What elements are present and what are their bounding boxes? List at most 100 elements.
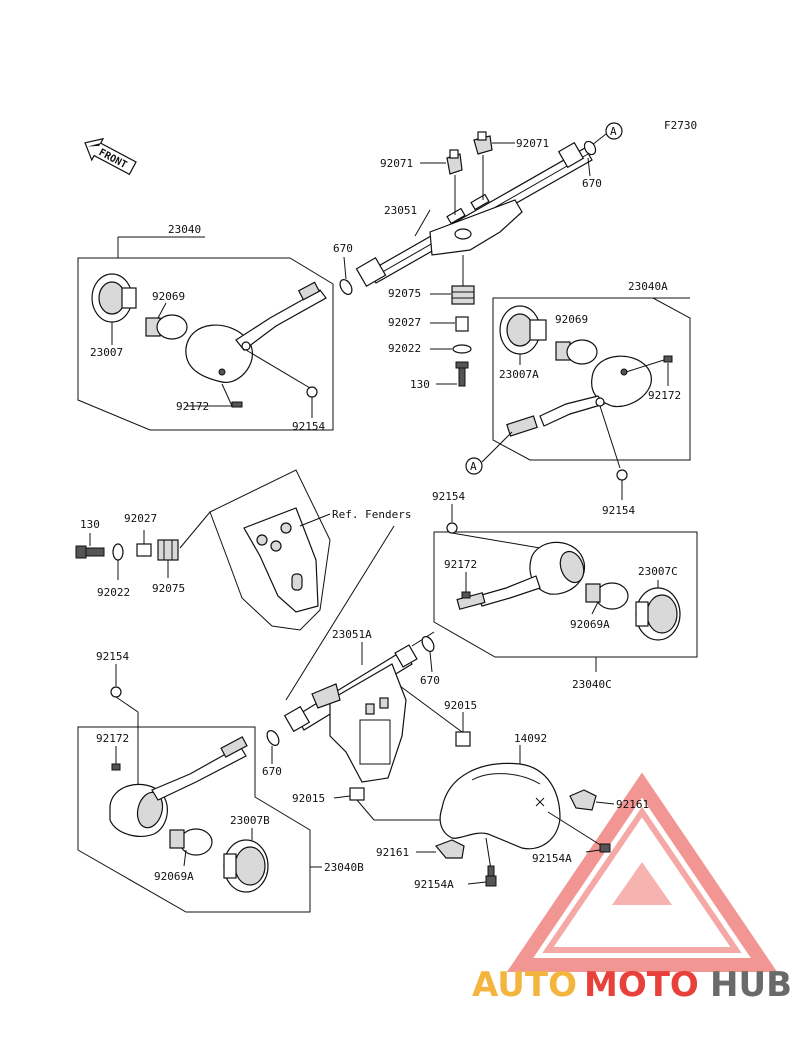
label-92015-lower: 92015: [292, 792, 325, 805]
housing-23040C: [456, 541, 586, 610]
o-ring-670-lower: [266, 730, 280, 746]
grommet-92015-upper: [455, 731, 471, 747]
bolt-92154A-right: [599, 843, 611, 853]
label-23051A: 23051A: [332, 628, 372, 641]
label-92022-side: 92022: [97, 586, 130, 599]
washer-92154-mid: [446, 522, 458, 534]
label-23007B: 23007B: [230, 814, 270, 827]
bolt-130-top: [455, 361, 469, 387]
lens-23007C: [635, 587, 681, 641]
grommet-92075-side: [157, 539, 179, 561]
label-670-mid: 670: [420, 674, 440, 687]
label-92069A-right: 92069A: [570, 618, 610, 631]
connector-marker-a-bottom: [465, 457, 483, 475]
label-23007A: 23007A: [499, 368, 539, 381]
group-23040-frame: [77, 257, 334, 431]
front-arrow-icon: FRONT: [84, 137, 137, 176]
label-92071-b: 92071: [516, 137, 549, 150]
group-23040B-frame: [77, 726, 311, 913]
label-23040A: 23040A: [628, 280, 668, 293]
label-23007C: 23007C: [638, 565, 678, 578]
label-92154-lower-left: 92154: [96, 650, 129, 663]
watermark-auto: AUTO: [472, 965, 577, 1005]
washer-92154-upper-right: [616, 469, 628, 481]
label-92075-side: 92075: [152, 582, 185, 595]
o-ring-670-mid: [421, 636, 435, 652]
collar-92027-top: [455, 316, 469, 332]
housing-23040: [185, 281, 327, 383]
cover-14092: [439, 762, 561, 850]
label-92161-left: 92161: [376, 846, 409, 859]
label-23040: 23040: [168, 223, 201, 236]
bolt-130-side: [75, 545, 105, 559]
label-92154A-left: 92154A: [414, 878, 454, 891]
screw-92172-lower-left: [111, 763, 121, 771]
rear-stay-23051A: [283, 644, 418, 783]
label-92154-upper-right: 92154: [602, 504, 635, 517]
label-92172-mid: 92172: [444, 558, 477, 571]
bulb-92069A-right: [585, 582, 629, 610]
housing-23040B: [109, 736, 248, 837]
label-670-top: 670: [582, 177, 602, 190]
watermark-moto: MOTO: [584, 965, 699, 1005]
lens-23007: [91, 273, 137, 323]
marker-a-bottom-label: A: [470, 460, 477, 473]
label-92154A-right: 92154A: [532, 852, 572, 865]
label-92069-upper: 92069: [152, 290, 185, 303]
connector-marker-a-top: [605, 122, 623, 140]
label-23007: 23007: [90, 346, 123, 359]
grommet-92075-top: [451, 285, 475, 305]
figure-code: F2730: [664, 119, 697, 132]
watermark-logo: AUTO MOTO HUB: [472, 772, 792, 1005]
washer-92154-lower-left: [110, 686, 122, 698]
washer-92154-upper-left: [306, 386, 318, 398]
label-670-lower: 670: [262, 765, 282, 778]
label-92022-top: 92022: [388, 342, 421, 355]
ref-fenders-label: Ref. Fenders: [332, 508, 411, 521]
clip-92071-right: [473, 131, 493, 155]
fender-bracket-ref: [179, 469, 331, 631]
label-92071-a: 92071: [380, 157, 413, 170]
marker-a-top-label: A: [610, 125, 617, 138]
label-130-side: 130: [80, 518, 100, 531]
label-92172-upper-left: 92172: [176, 400, 209, 413]
label-92154-upper-left: 92154: [292, 420, 325, 433]
label-23040B: 23040B: [324, 861, 364, 874]
lens-23007A: [499, 305, 547, 355]
label-92015-upper: 92015: [444, 699, 477, 712]
washer-92022-side: [112, 543, 124, 561]
bulb-92069A-left: [169, 828, 213, 856]
label-92075-top: 92075: [388, 287, 421, 300]
clip-92071-left: [446, 149, 463, 175]
label-130-top: 130: [410, 378, 430, 391]
bolt-92154A-left: [485, 865, 497, 887]
label-14092: 14092: [514, 732, 547, 745]
label-670-left: 670: [333, 242, 353, 255]
label-92172-upper-right: 92172: [648, 389, 681, 402]
watermark-hub: HUB: [710, 965, 792, 1005]
label-23040C: 23040C: [572, 678, 612, 691]
label-92027-top: 92027: [388, 316, 421, 329]
screw-92172-mid: [461, 591, 471, 599]
label-92154-mid: 92154: [432, 490, 465, 503]
screw-92172-upper-right: [663, 355, 673, 363]
collar-92027-side: [136, 543, 152, 557]
screw-92172-upper-left: [231, 401, 243, 408]
label-92161-right: 92161: [616, 798, 649, 811]
lens-23007B: [223, 839, 269, 893]
washer-92022-top: [452, 344, 472, 354]
label-92172-lower-left: 92172: [96, 732, 129, 745]
bushing-92161-right: [569, 789, 597, 811]
o-ring-670-top: [583, 140, 597, 156]
label-92069-upper-right: 92069: [555, 313, 588, 326]
front-stay-23051: [355, 141, 593, 287]
bulb-92069-upper-left: [145, 314, 188, 340]
label-92069A-left: 92069A: [154, 870, 194, 883]
o-ring-670-left: [339, 279, 353, 295]
label-23051: 23051: [384, 204, 417, 217]
label-92027-side: 92027: [124, 512, 157, 525]
grommet-92015-lower: [349, 787, 365, 801]
bushing-92161-left: [434, 839, 465, 859]
